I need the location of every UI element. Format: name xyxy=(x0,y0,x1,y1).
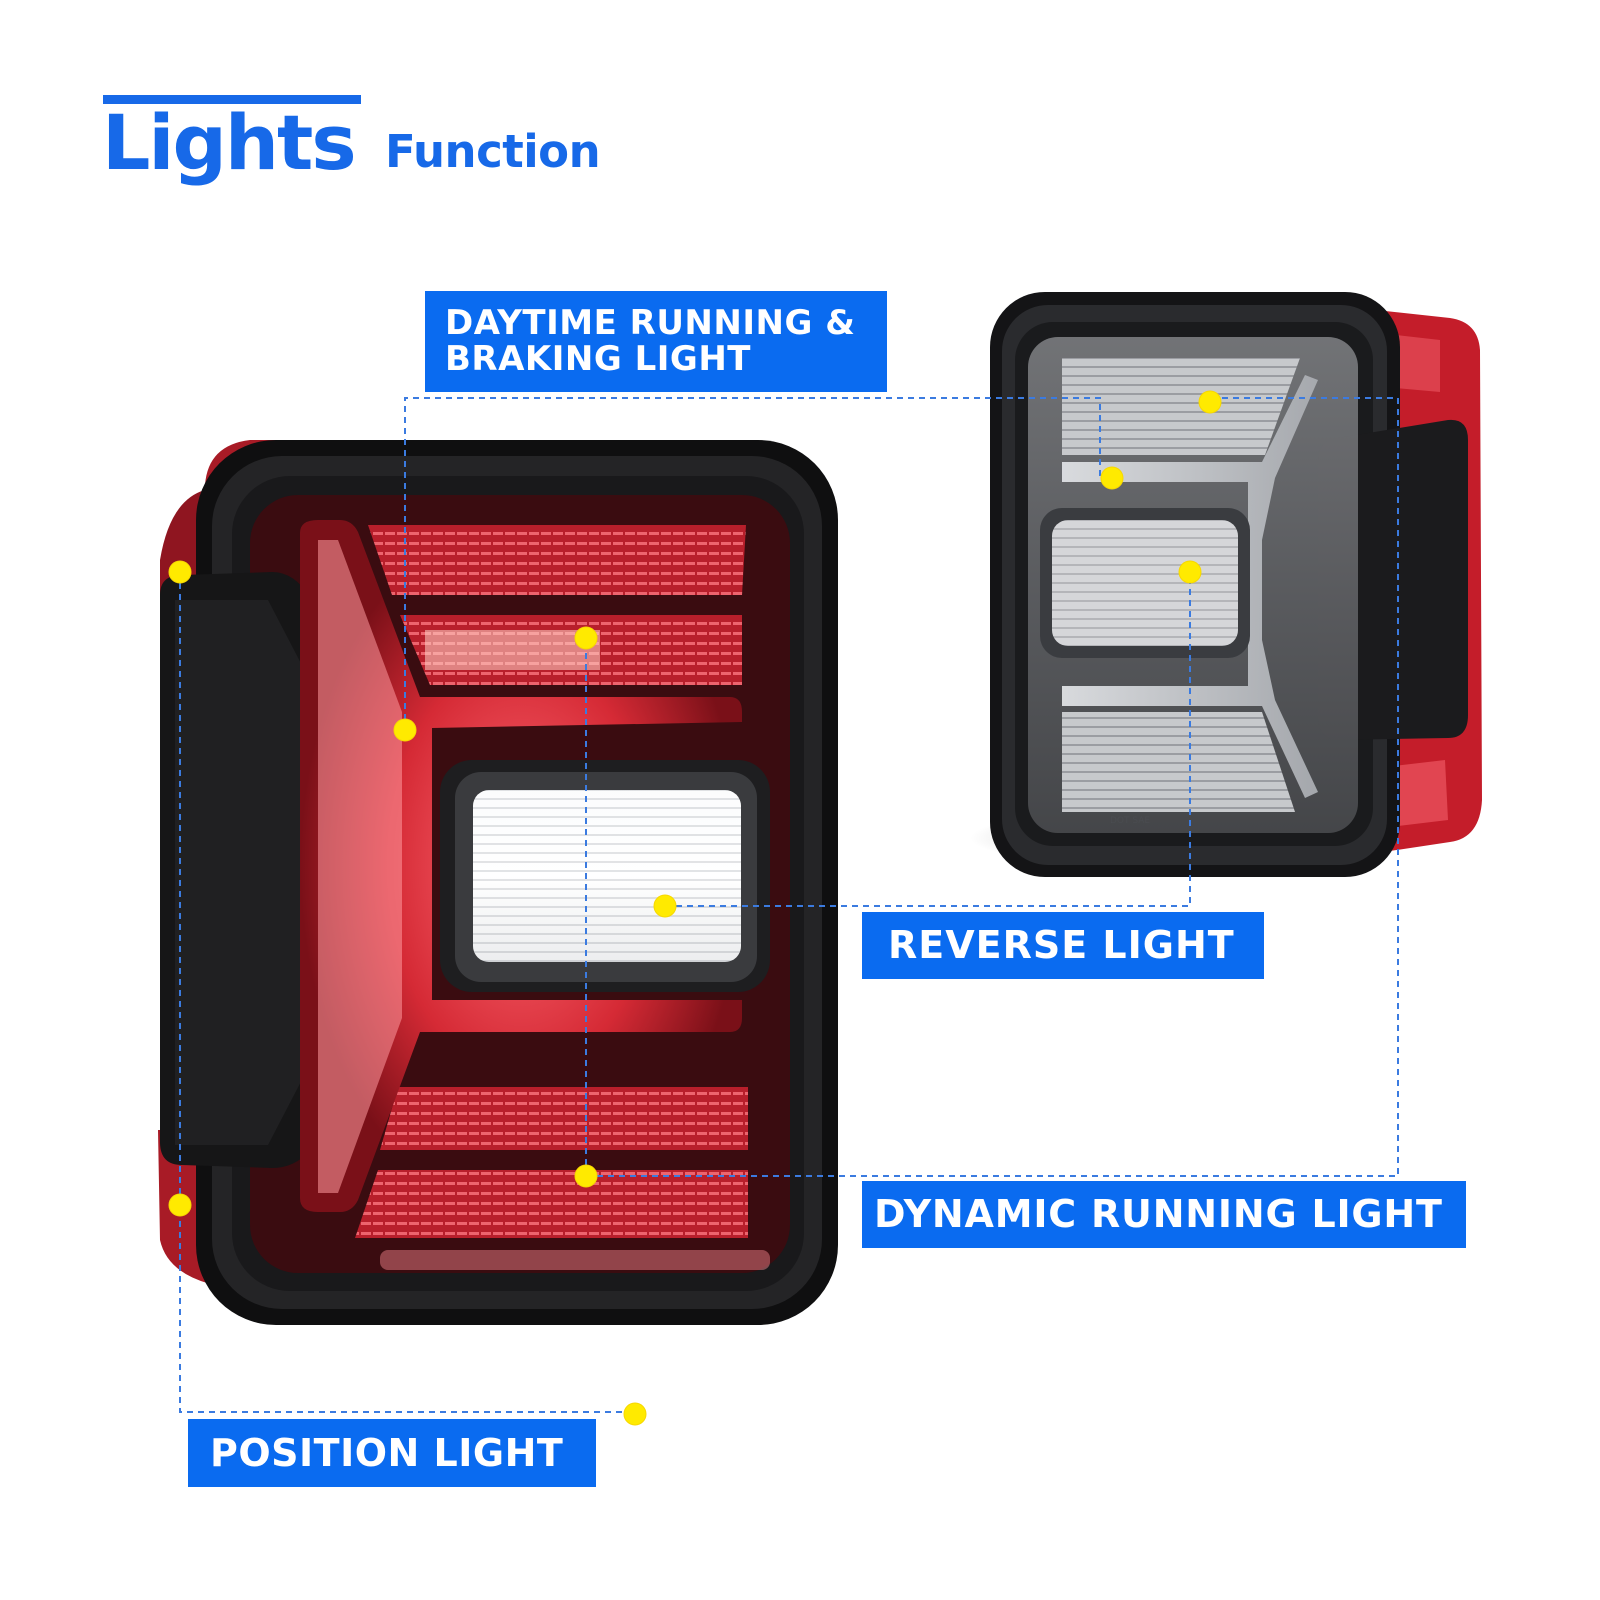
svg-text:DOT SAE: DOT SAE xyxy=(1110,816,1150,826)
position-light-label: POSITION LIGHT xyxy=(188,1419,596,1487)
leader-lines xyxy=(179,397,1399,1413)
marker-dot xyxy=(168,560,192,584)
smoked-tail-light: DOT SAE xyxy=(970,292,1482,877)
marker-dot xyxy=(623,1402,647,1426)
marker-dot xyxy=(168,1193,192,1217)
marker-dot xyxy=(653,894,677,918)
marker-dot xyxy=(1100,466,1124,490)
page-title: Lights xyxy=(102,98,357,187)
marker-dots xyxy=(168,390,1222,1426)
marker-dot xyxy=(574,1164,598,1188)
title-accent-bar xyxy=(103,95,361,104)
dynamic-running-light-label: DYNAMIC RUNNING LIGHT xyxy=(862,1181,1466,1248)
marker-dot xyxy=(1198,390,1222,414)
red-tail-light xyxy=(158,440,838,1325)
daytime-running-braking-label: DAYTIME RUNNING & BRAKING LIGHT xyxy=(425,291,887,392)
page-subtitle: Function xyxy=(385,125,601,178)
reverse-light-label: REVERSE LIGHT xyxy=(862,912,1264,979)
marker-dot xyxy=(393,718,417,742)
marker-dot xyxy=(1178,560,1202,584)
daytime-label-line1: DAYTIME RUNNING & xyxy=(445,303,856,343)
marker-dot xyxy=(574,626,598,650)
daytime-label-line2: BRAKING LIGHT xyxy=(445,339,751,379)
